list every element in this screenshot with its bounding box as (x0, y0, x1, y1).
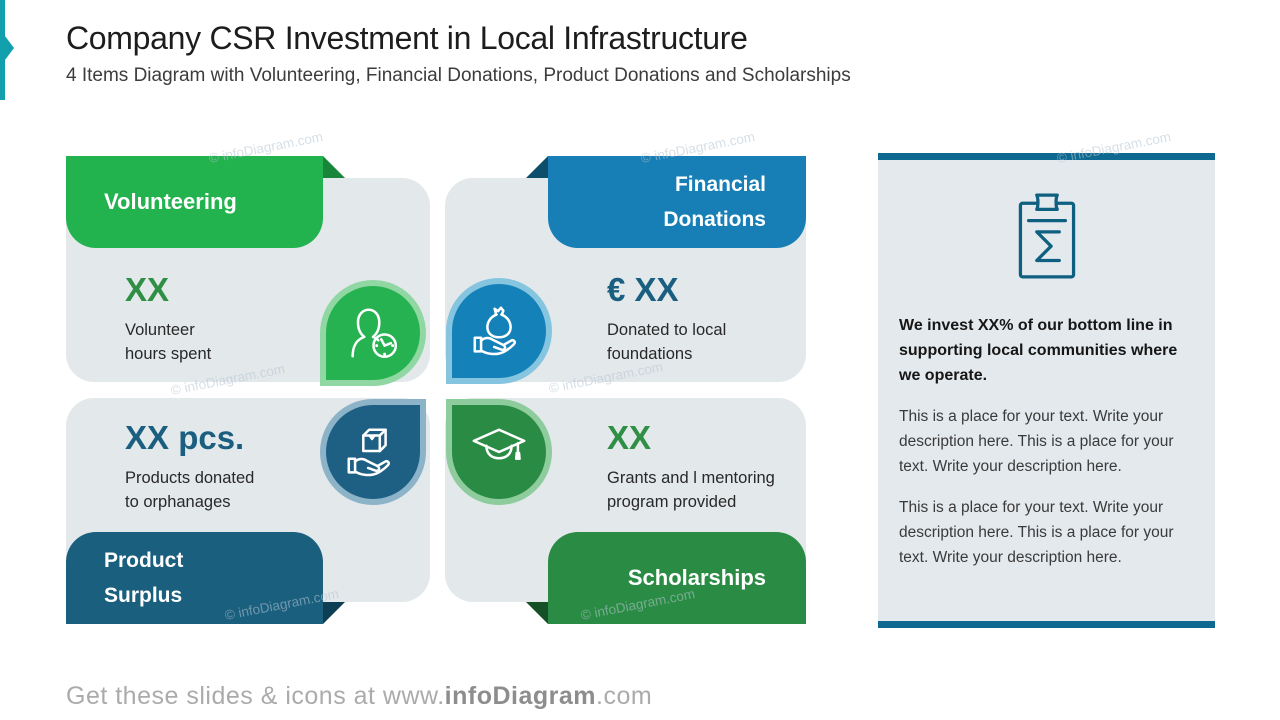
person-clock-icon (351, 308, 398, 358)
page-subtitle: 4 Items Diagram with Volunteering, Finan… (66, 65, 851, 86)
summary-heading: We invest XX% of our bottom line in supp… (899, 317, 1178, 384)
tab-product-label-line2: Surplus (104, 584, 183, 607)
graduation-cap-icon (472, 428, 526, 461)
fold-corner-scholarships (526, 602, 548, 624)
tab-financial-label-line1: Financial (674, 173, 766, 196)
tab-volunteering-label: Volunteering (104, 189, 237, 214)
product-value: XX pcs. (125, 419, 245, 456)
fold-corner-product (323, 602, 345, 624)
tab-scholarships: Scholarships (548, 532, 806, 624)
volunteering-content: XX Volunteer hours spent (125, 272, 211, 366)
fold-corner-volunteering (323, 156, 345, 178)
volunteering-value: XX (125, 271, 170, 308)
summary-text: We invest XX% of our bottom line in supp… (899, 313, 1198, 570)
tab-volunteering: Volunteering (66, 156, 323, 248)
product-content: XX pcs. Products donated to orphanages (125, 420, 254, 514)
accent-arrow-icon (5, 36, 14, 60)
financial-description: Donated to local foundations (607, 321, 727, 363)
volunteering-description: Volunteer hours spent (125, 321, 212, 363)
product-description: Products donated to orphanages (125, 469, 255, 511)
product-icon-badge (320, 399, 426, 505)
tab-scholarships-label: Scholarships (627, 565, 766, 590)
scholarships-icon-badge (446, 399, 552, 505)
scholarships-value: XX (607, 419, 652, 456)
summary-panel: We invest XX% of our bottom line in supp… (878, 153, 1215, 628)
scholarships-description: Grants and l mentoring program provided (607, 469, 775, 511)
summary-paragraph-2: This is a place for your text. Write you… (899, 499, 1174, 566)
box-hand-icon (347, 428, 390, 477)
summary-paragraph-1: This is a place for your text. Write you… (899, 408, 1174, 475)
scholarships-content: XX Grants and l mentoring program provid… (607, 420, 775, 514)
financial-value: € XX (607, 271, 679, 308)
footer-prefix: Get these slides & icons at www. (66, 682, 445, 710)
footer-brand: infoDiagram (444, 682, 597, 710)
financial-content: € XX Donated to local foundations (607, 272, 726, 366)
accent-bar (0, 0, 5, 100)
financial-icon-badge (446, 278, 552, 384)
page-title: Company CSR Investment in Local Infrastr… (66, 20, 748, 56)
summary-bottom-bar (878, 621, 1215, 628)
fold-corner-financial (526, 156, 548, 178)
sigma-clipboard-icon (1018, 193, 1075, 279)
tab-product-label-line1: Product (104, 549, 184, 572)
tab-financial-donations: Financial Donations (548, 156, 806, 248)
tab-product-surplus: Product Surplus (66, 532, 323, 624)
moneybag-hand-icon (473, 306, 516, 356)
footer-suffix: .com (596, 682, 653, 710)
volunteering-icon-badge (320, 280, 426, 386)
summary-top-bar (878, 153, 1215, 160)
footer-credit: Get these slides & icons at www.infoDiag… (66, 682, 652, 711)
tab-financial-label-line2: Donations (663, 208, 766, 231)
